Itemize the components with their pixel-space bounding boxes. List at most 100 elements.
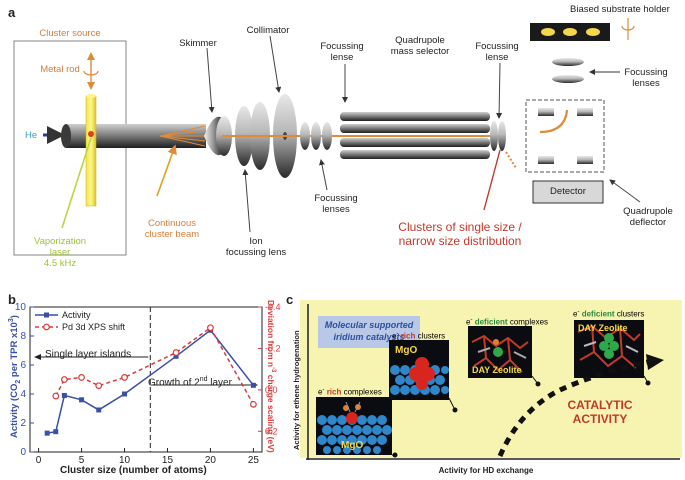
continuous-beam-line1: Continuous <box>147 218 197 229</box>
legend-xps: Pd 3d XPS shift <box>62 322 126 332</box>
focussing-lense-right-line1: Focussing <box>475 41 519 52</box>
focussing-lense-right-line2: lense <box>485 52 509 63</box>
x-tick-label: 15 <box>162 455 174 466</box>
x-tick-label: 0 <box>36 455 42 466</box>
legend-swatch-marker <box>43 323 50 331</box>
focussing-lenses-left <box>300 122 332 150</box>
clusters-single-size-line1: Clusters of single size / <box>398 220 522 234</box>
catalytic-line2: ACTIVITY <box>572 412 628 426</box>
exit-beam <box>505 151 517 169</box>
focussing-lenses-right-line1: Focussing <box>624 67 668 78</box>
rod-rotation-icon <box>83 70 99 76</box>
single-layer-label: Single layer islands <box>45 349 132 360</box>
deficient-complexes-label: e- deficient complexes <box>466 317 549 327</box>
zeolite-label-1: DAY Zeolite <box>472 365 522 375</box>
metal-rod-label: Metal rod <box>40 64 80 75</box>
catalyst-title-line2: iridium catalysts <box>333 332 405 342</box>
series-line-1 <box>55 326 255 405</box>
mgo-label-1: MgO <box>341 440 364 451</box>
quadrupole-mass-line2: mass selector <box>390 46 450 57</box>
catalytic-activity-arrowhead <box>646 354 664 370</box>
beam-fan <box>159 125 206 147</box>
image-deficient-complexes <box>468 326 532 378</box>
clusters-pointer-arrow <box>483 149 501 211</box>
beam-pointer-arrow <box>156 144 177 197</box>
y-tick-label: 8 <box>20 331 26 342</box>
panel-c-xlabel: Activity for HD exchange <box>438 466 534 475</box>
series-point <box>250 382 256 388</box>
series-point <box>250 400 257 408</box>
continuous-beam-line2: cluster beam <box>144 229 200 240</box>
quadrupole-mass-selector <box>340 112 490 159</box>
x-tick-label: 5 <box>79 455 85 466</box>
chart-xlabel: Cluster size (number of atoms) <box>60 465 207 476</box>
laser-spot <box>88 131 94 137</box>
legend-activity: Activity <box>62 310 91 320</box>
series-point <box>44 430 50 436</box>
mgo-label-2: MgO <box>395 345 418 356</box>
image-connectors <box>392 375 651 458</box>
series-point <box>121 374 128 381</box>
series-point <box>52 392 60 400</box>
catalyst-title-line1: Molecular supported <box>324 320 414 330</box>
vaporization-laser-line2: laser <box>49 247 71 258</box>
collimator-label: Collimator <box>246 25 290 36</box>
series-point <box>173 353 179 359</box>
panel-c-ylabel: Activity for ethene hydrogenation <box>292 330 301 450</box>
panel-c-letter: c <box>286 292 294 307</box>
cluster-source-label: Cluster source <box>39 28 101 39</box>
ion-focussing-line2: focussing lens <box>225 247 287 258</box>
focussing-lense-right <box>490 121 506 151</box>
series-point <box>60 376 68 383</box>
panel-a <box>13 18 641 256</box>
x-tick-label: 20 <box>205 455 217 466</box>
focussing-lense-top-line1: Focussing <box>320 41 364 52</box>
rich-clusters-label: e- rich clusters <box>392 331 446 341</box>
single-layer-arrowhead <box>34 354 41 360</box>
detector-label: Detector <box>550 186 586 197</box>
panel-c <box>300 300 682 460</box>
series-point <box>61 392 67 398</box>
chart-ylabel: Activity (CO2 per TPR x103) <box>8 315 23 438</box>
y-tick-label: 10 <box>15 302 27 313</box>
metal-rod-top <box>86 94 96 98</box>
y-tick-label: 2 <box>20 418 26 429</box>
focussing-lenses-right-line2: lenses <box>632 78 660 89</box>
y2-tick-label: -0.2 <box>265 343 281 353</box>
he-label: He <box>25 130 38 141</box>
panel-a-letter: a <box>8 5 16 20</box>
series-point <box>53 429 59 435</box>
chart-y2label: Deviation from n-3 charge scaling (eV) <box>266 300 277 453</box>
series-point <box>95 382 103 390</box>
y-tick-label: 0 <box>20 447 26 458</box>
source-tube-end <box>61 124 71 148</box>
vaporization-laser-line3: 4.5 kHz <box>43 258 77 269</box>
x-tick-label: 25 <box>248 455 260 466</box>
series-point <box>172 349 180 356</box>
series-point <box>207 324 214 332</box>
deficient-clusters-label: e- deficient clusters <box>573 309 645 319</box>
series-point <box>79 397 85 403</box>
x-tick-label: 10 <box>119 455 131 466</box>
quadrupole-deflector <box>525 99 605 173</box>
growth-layer-label: Growth of 2nd layer <box>148 376 232 389</box>
rod-up-arrowhead <box>87 52 95 60</box>
image-rich-clusters <box>389 340 449 400</box>
laser-beam <box>61 137 92 229</box>
focussing-lenses-vertical <box>552 58 584 83</box>
legend-swatch-marker <box>44 312 49 318</box>
y-tick-label: 4 <box>20 389 26 400</box>
catalytic-activity-curve <box>497 359 649 457</box>
rich-complexes-label: e- rich complexes <box>318 387 382 397</box>
series-point <box>96 407 102 413</box>
skimmer-label: Skimmer <box>179 38 217 49</box>
quadrupole-deflector-line2: deflector <box>629 217 667 228</box>
y2-tick-label: 0.0 <box>265 385 278 395</box>
pointer-arrows <box>206 35 641 233</box>
focussing-lense-top-line2: lense <box>330 52 354 63</box>
rod-down-arrowhead <box>87 82 95 90</box>
biased-substrate-holder <box>530 23 610 41</box>
y2-tick-label: -0.4 <box>265 302 281 312</box>
image-deficient-clusters <box>574 320 644 378</box>
